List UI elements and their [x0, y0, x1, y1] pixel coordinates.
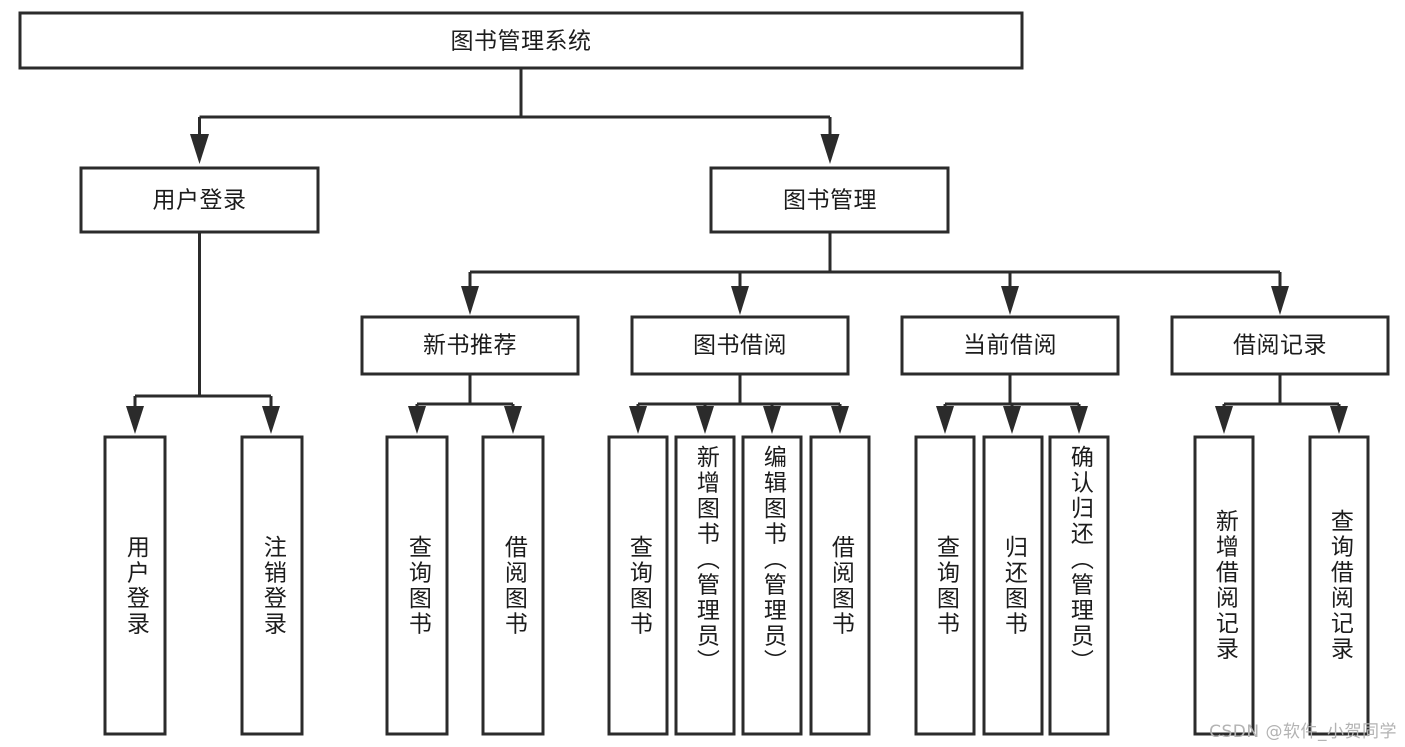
node-book-borrow[interactable]: 图书借阅 [630, 315, 850, 376]
node-user-login-label: 用户登录 [153, 188, 247, 214]
node-leaf-borrow-book-1-box[interactable] [481, 435, 545, 736]
node-borrow-record-box[interactable] [1170, 315, 1390, 376]
node-leaf-confirm-return-box[interactable] [1048, 435, 1110, 736]
arrowhead-new-book-rec [461, 286, 479, 315]
arrowhead-leaf-add-book [696, 406, 714, 434]
arrowhead-leaf-borrow-book-2 [831, 406, 849, 434]
arrowhead-leaf-return-book [1003, 406, 1021, 434]
node-leaf-add-book-box[interactable] [674, 435, 736, 736]
node-new-book-recommend[interactable]: 新书推荐 [360, 315, 580, 376]
node-current-borrow[interactable]: 当前借阅 [900, 315, 1120, 376]
arrowhead-current-borrow [1001, 286, 1019, 315]
arrowhead-leaf-query-book-3 [936, 406, 954, 434]
arrowhead-user-login [190, 134, 209, 164]
node-new-book-recommend-label: 新书推荐 [423, 333, 517, 359]
connector-new-book-rec-to-leaves [408, 374, 522, 434]
node-book-manage[interactable]: 图书管理 [709, 166, 950, 234]
node-book-borrow-box[interactable] [630, 315, 850, 376]
node-user-login-box[interactable] [79, 166, 320, 234]
connector-book-manage-to-level3 [461, 232, 1289, 315]
node-book-manage-label: 图书管理 [783, 188, 877, 214]
arrowhead-leaf-query-book-2 [629, 406, 647, 434]
arrowhead-book-manage [820, 134, 840, 164]
connector-borrow-record-to-leaves [1215, 374, 1348, 434]
connector-current-borrow-to-leaves [936, 374, 1088, 434]
arrowhead-leaf-query-record [1330, 406, 1348, 434]
arrowhead-book-borrow [731, 286, 749, 315]
arrowhead-leaf-borrow-book-1 [504, 406, 522, 434]
node-leaf-query-book-3-box[interactable] [914, 435, 976, 736]
arrowhead-leaf-logout [262, 406, 280, 434]
node-leaf-query-book-2-box[interactable] [607, 435, 669, 736]
arrowhead-leaf-confirm-return [1070, 406, 1088, 434]
node-book-manage-box[interactable] [709, 166, 950, 234]
connector-book-borrow-to-leaves [629, 374, 849, 434]
node-leaf-borrow-book-2-box[interactable] [809, 435, 871, 736]
node-book-borrow-label: 图书借阅 [693, 333, 787, 359]
node-user-login[interactable]: 用户登录 [79, 166, 320, 234]
node-borrow-record[interactable]: 借阅记录 [1170, 315, 1390, 376]
node-leaf-edit-book-box[interactable] [741, 435, 803, 736]
arrowhead-leaf-add-record [1215, 406, 1233, 434]
watermark-text: CSDN @软件_小贺同学 [1209, 722, 1397, 742]
node-leaf-query-book-1-box[interactable] [385, 435, 449, 736]
arrowhead-leaf-query-book-1 [408, 406, 426, 434]
connector-user-login-to-leaves [126, 232, 280, 434]
node-leaf-return-book-box[interactable] [982, 435, 1044, 736]
arrowhead-leaf-edit-book [763, 406, 781, 434]
node-root[interactable]: 图书管理系统 [18, 11, 1024, 70]
node-root-label: 图书管理系统 [451, 29, 592, 55]
node-leaf-user-login-box[interactable] [103, 435, 167, 736]
node-root-box[interactable] [18, 11, 1024, 70]
node-leaf-add-record-box[interactable] [1193, 435, 1255, 736]
node-current-borrow-box[interactable] [900, 315, 1120, 376]
node-leaf-logout-box[interactable] [240, 435, 304, 736]
node-new-book-recommend-box[interactable] [360, 315, 580, 376]
node-leaf-query-record-box[interactable] [1308, 435, 1370, 736]
arrowhead-leaf-user-login [126, 406, 144, 434]
arrowhead-borrow-record [1271, 286, 1289, 315]
node-borrow-record-label: 借阅记录 [1233, 333, 1327, 359]
connector-root-to-level2 [190, 68, 840, 164]
node-current-borrow-label: 当前借阅 [963, 333, 1057, 359]
